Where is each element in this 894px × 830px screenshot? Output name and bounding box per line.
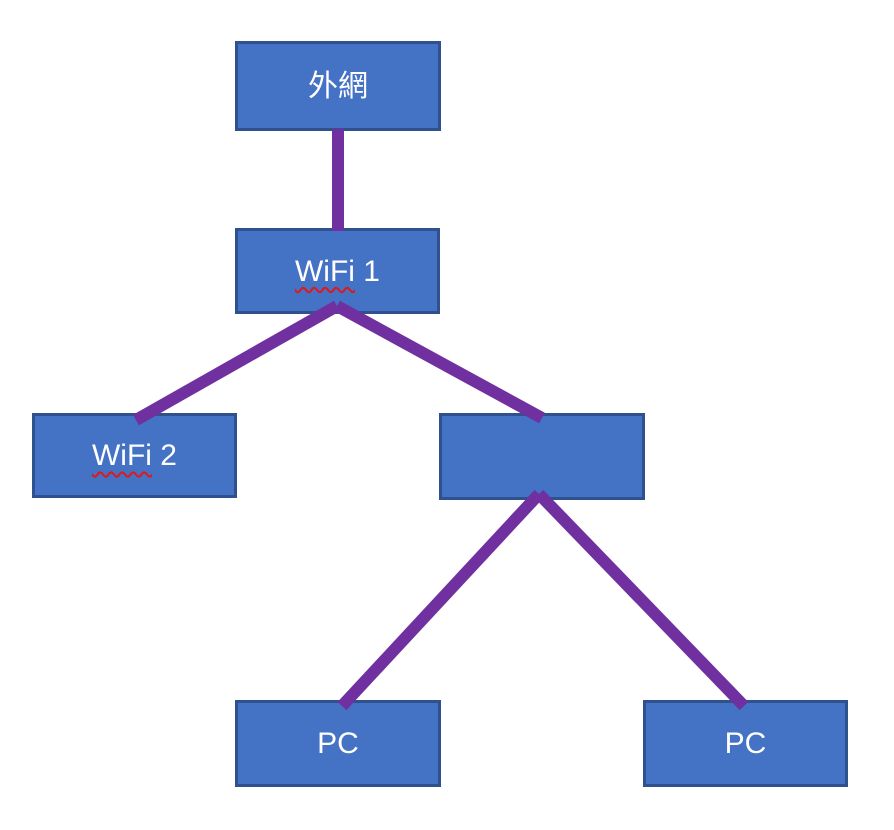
connector-wifi1-wifi2[interactable] xyxy=(133,300,340,426)
label-suffix: 2 xyxy=(151,439,177,472)
node-pc-left-label: PC xyxy=(317,727,359,760)
node-wifi1[interactable]: WiFi 1 xyxy=(235,228,440,314)
misspelled-word: WiFi xyxy=(294,254,355,288)
node-switch-hub-label: Switch Hub xyxy=(498,297,586,617)
label-line-1: Switch xyxy=(497,379,587,413)
node-switch-hub[interactable]: Switch Hub xyxy=(439,380,645,533)
node-wifi2[interactable]: WiFi 2 xyxy=(32,413,237,498)
node-pc-right[interactable]: PC xyxy=(643,700,848,787)
node-wifi1-label: WiFi 1 xyxy=(295,255,380,288)
node-internet[interactable]: 外網 xyxy=(235,41,441,131)
node-wifi2-label: WiFi 2 xyxy=(92,439,177,472)
node-pc-left[interactable]: PC xyxy=(235,700,441,787)
label-line-2: Hub xyxy=(514,499,570,533)
label-suffix: 1 xyxy=(354,254,380,288)
node-internet-label: 外網 xyxy=(308,69,368,103)
misspelled-word: WiFi xyxy=(91,439,152,472)
node-pc-right-label: PC xyxy=(724,727,767,760)
